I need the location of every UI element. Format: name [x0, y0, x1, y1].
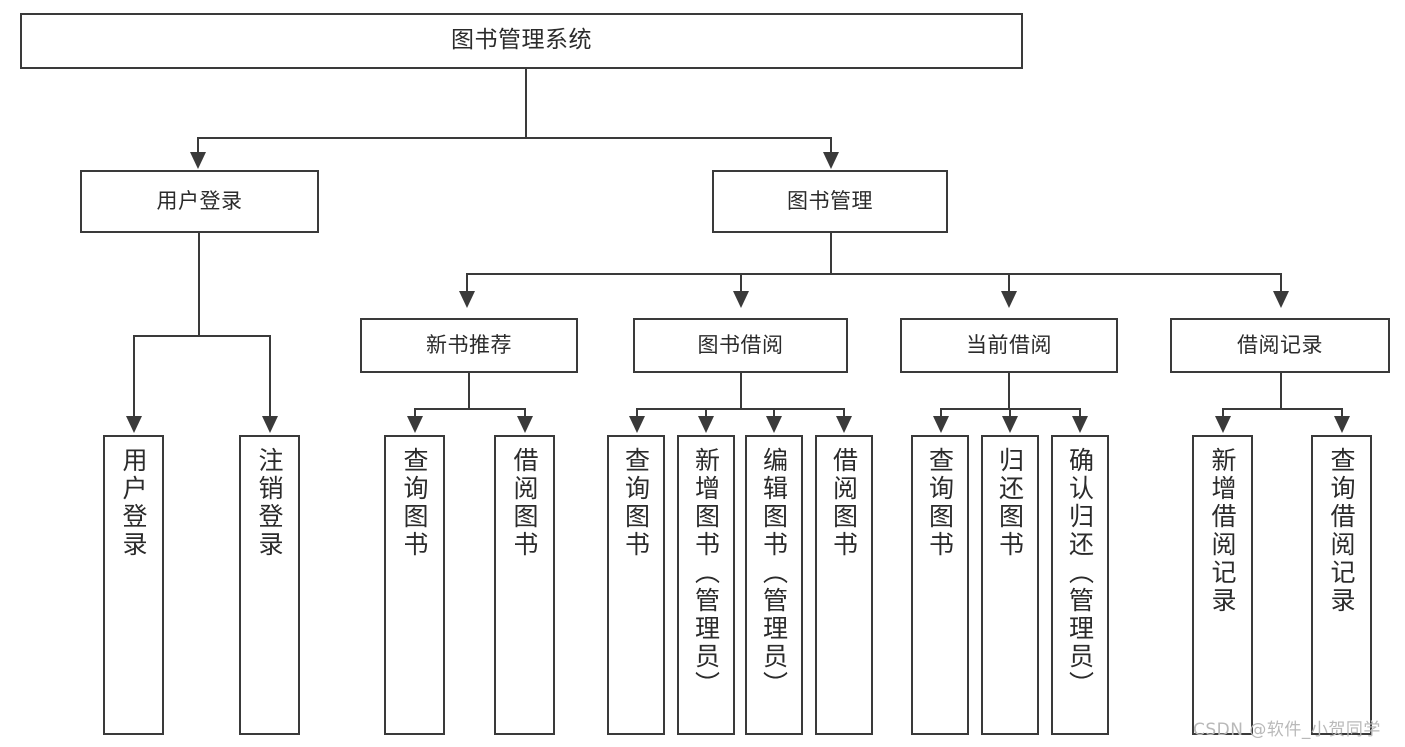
connector-drop-leaf-user-login: [133, 335, 135, 418]
csdn-watermark: CSDN @软件_小贺同学: [1193, 720, 1381, 740]
arrow-book-manage: [823, 152, 839, 169]
arrow-book-borrow: [733, 291, 749, 308]
connector-drop-book-manage: [830, 137, 832, 154]
node-user-login[interactable]: 用户登录: [80, 170, 319, 233]
connector-new-book-stem: [468, 373, 470, 408]
arrow-return-book: [1002, 416, 1018, 433]
arrow-current-borrow: [1001, 291, 1017, 308]
connector-drop-current-borrow: [1008, 273, 1010, 293]
connector-level2-bar: [466, 273, 1280, 275]
connector-book-manage-stem: [830, 233, 832, 273]
node-book-borrow[interactable]: 图书借阅: [633, 318, 848, 373]
leaf-query-record[interactable]: 查询借阅记录: [1311, 435, 1372, 735]
connector-drop-edit-book: [773, 408, 775, 418]
connector-drop-add-book: [705, 408, 707, 418]
connector-current-borrow-stem: [1008, 373, 1010, 408]
node-label: 图书管理系统: [451, 27, 592, 54]
leaf-query-book-1[interactable]: 查询图书: [384, 435, 445, 735]
arrow-leaf-logout: [262, 416, 278, 433]
connector-drop-query-book-3: [940, 408, 942, 418]
arrow-add-book: [698, 416, 714, 433]
node-label: 新增借阅记录: [1208, 447, 1237, 615]
node-label: 注销登录: [255, 447, 284, 559]
connector-borrow-record-stem: [1280, 373, 1282, 408]
connector-level1-bar: [197, 137, 831, 139]
node-label: 查询图书: [400, 447, 429, 559]
connector-drop-query-book-2: [636, 408, 638, 418]
connector-drop-leaf-logout: [269, 335, 271, 418]
connector-book-borrow-bar: [636, 408, 843, 410]
connector-drop-borrow-record: [1280, 273, 1282, 293]
node-label: 用户登录: [156, 189, 243, 214]
connector-drop-book-borrow: [740, 273, 742, 293]
leaf-query-book-2[interactable]: 查询图书: [607, 435, 665, 735]
arrow-edit-book: [766, 416, 782, 433]
arrow-query-record: [1334, 416, 1350, 433]
connector-drop-new-book: [466, 273, 468, 293]
node-new-book-recommend[interactable]: 新书推荐: [360, 318, 578, 373]
arrow-user-login: [190, 152, 206, 169]
arrow-borrow-book-1: [517, 416, 533, 433]
connector-drop-user-login: [197, 137, 199, 154]
connector-drop-return-book: [1009, 408, 1011, 418]
node-label: 新书推荐: [426, 333, 512, 358]
leaf-logout[interactable]: 注销登录: [239, 435, 300, 735]
node-label: 编辑图书（管理员）: [759, 447, 789, 699]
connector-drop-add-record: [1222, 408, 1224, 418]
connector-root-stem: [525, 69, 527, 137]
arrow-new-book-recommend: [459, 291, 475, 308]
connector-drop-borrow-book-2: [843, 408, 845, 418]
node-label: 归还图书: [995, 447, 1025, 559]
node-label: 确认归还（管理员）: [1065, 447, 1095, 699]
node-borrow-record[interactable]: 借阅记录: [1170, 318, 1390, 373]
leaf-edit-book[interactable]: 编辑图书（管理员）: [745, 435, 803, 735]
arrow-confirm-return: [1072, 416, 1088, 433]
leaf-return-book[interactable]: 归还图书: [981, 435, 1039, 735]
connector-borrow-record-bar: [1222, 408, 1341, 410]
node-book-manage[interactable]: 图书管理: [712, 170, 948, 233]
leaf-query-book-3[interactable]: 查询图书: [911, 435, 969, 735]
connector-drop-borrow-book-1: [524, 408, 526, 418]
node-label: 借阅记录: [1237, 333, 1323, 358]
arrow-query-book-3: [933, 416, 949, 433]
connector-book-borrow-stem: [740, 373, 742, 408]
leaf-borrow-book-2[interactable]: 借阅图书: [815, 435, 873, 735]
node-label: 图书借阅: [697, 333, 784, 358]
node-label: 借阅图书: [510, 447, 539, 559]
arrow-query-book-1: [407, 416, 423, 433]
node-label: 查询图书: [925, 447, 955, 559]
leaf-add-record[interactable]: 新增借阅记录: [1192, 435, 1253, 735]
connector-drop-query-record: [1341, 408, 1343, 418]
leaf-confirm-return[interactable]: 确认归还（管理员）: [1051, 435, 1109, 735]
arrow-leaf-user-login: [126, 416, 142, 433]
arrow-query-book-2: [629, 416, 645, 433]
node-label: 查询图书: [621, 447, 651, 559]
arrow-borrow-record: [1273, 291, 1289, 308]
arrow-borrow-book-2: [836, 416, 852, 433]
connector-user-login-bar: [133, 335, 269, 337]
node-label: 用户登录: [119, 447, 148, 559]
node-label: 图书管理: [787, 189, 873, 214]
connector-user-login-stem: [198, 233, 200, 335]
node-root-图书管理系统[interactable]: 图书管理系统: [20, 13, 1023, 69]
leaf-borrow-book-1[interactable]: 借阅图书: [494, 435, 555, 735]
connector-new-book-bar: [414, 408, 524, 410]
node-label: 新增图书（管理员）: [691, 447, 721, 699]
node-current-borrow[interactable]: 当前借阅: [900, 318, 1118, 373]
arrow-add-record: [1215, 416, 1231, 433]
connector-drop-query-book-1: [414, 408, 416, 418]
leaf-add-book[interactable]: 新增图书（管理员）: [677, 435, 735, 735]
leaf-user-login[interactable]: 用户登录: [103, 435, 164, 735]
node-label: 借阅图书: [829, 447, 859, 559]
node-label: 查询借阅记录: [1327, 447, 1356, 615]
connector-drop-confirm-return: [1079, 408, 1081, 418]
node-label: 当前借阅: [966, 333, 1052, 358]
